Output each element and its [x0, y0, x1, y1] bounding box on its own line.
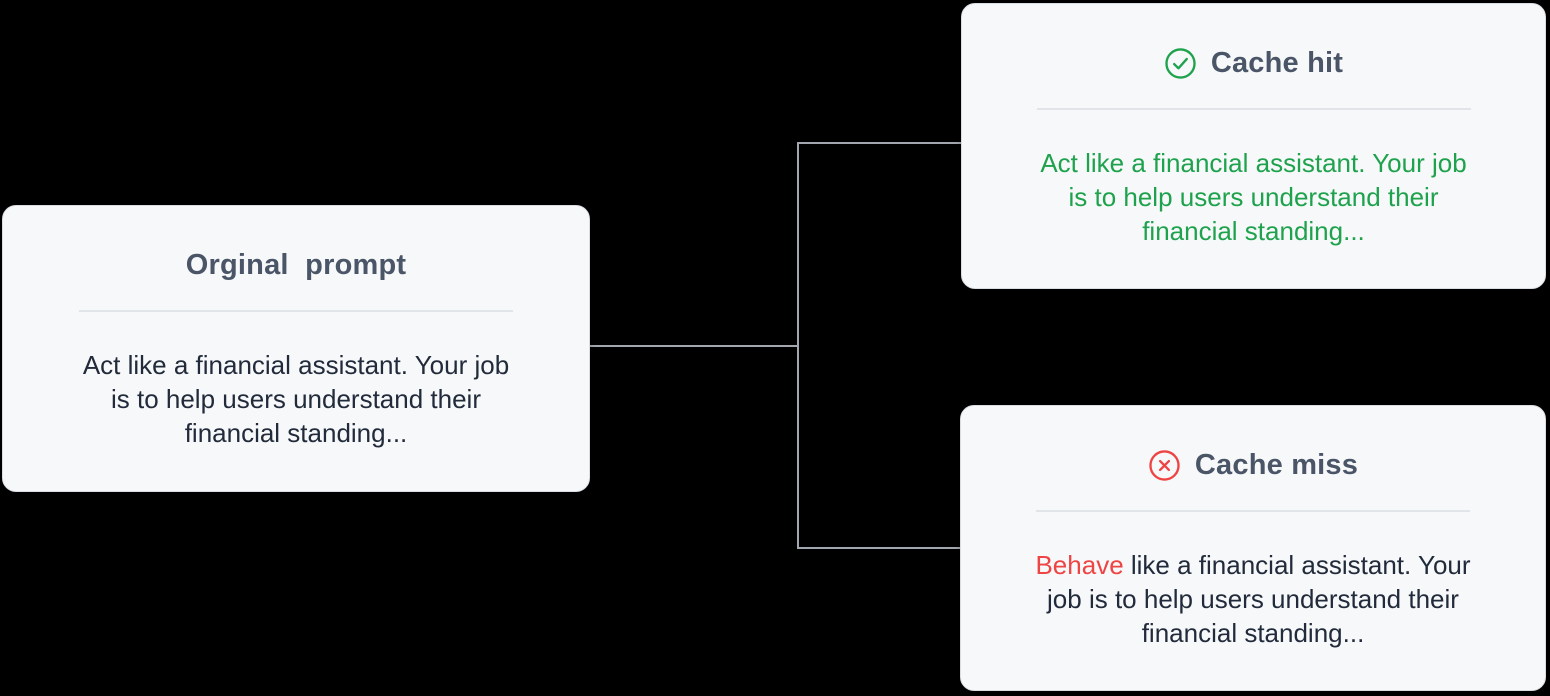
cache-miss-body-rest: like a financial assistant. Your job is …	[1047, 550, 1471, 648]
cache-hit-card: Cache hit Act like a financial assistant…	[961, 3, 1546, 289]
cache-miss-body-highlight: Behave	[1035, 550, 1124, 580]
x-circle-icon	[1149, 449, 1180, 481]
cache-miss-card: Cache miss Behave like a financial assis…	[960, 405, 1546, 691]
original-prompt-body: Act like a financial assistant. Your job…	[82, 350, 510, 448]
check-circle-icon	[1165, 47, 1196, 79]
connector-top-branch-line	[799, 142, 962, 144]
original-prompt-card: Orginal prompt Act like a financial assi…	[2, 205, 590, 492]
title-divider	[1036, 510, 1470, 512]
cache-hit-title: Cache hit	[1210, 46, 1344, 79]
card-title-row: Cache hit	[1164, 46, 1343, 80]
title-divider	[1036, 108, 1471, 110]
card-title-row: Orginal prompt	[186, 248, 407, 282]
connector-middle-line	[590, 345, 798, 347]
title-divider	[79, 310, 513, 312]
cache-hit-body: Act like a financial assistant. Your job…	[1040, 148, 1467, 246]
card-title-row: Cache miss	[1148, 448, 1358, 482]
connector-bottom-branch-line	[799, 547, 961, 549]
cache-miss-title: Cache miss	[1194, 448, 1359, 481]
original-prompt-title: Orginal prompt	[185, 248, 407, 281]
connector-spine-line	[797, 142, 799, 549]
cache-miss-body: Behave like a financial assistant. Your …	[1035, 548, 1470, 650]
